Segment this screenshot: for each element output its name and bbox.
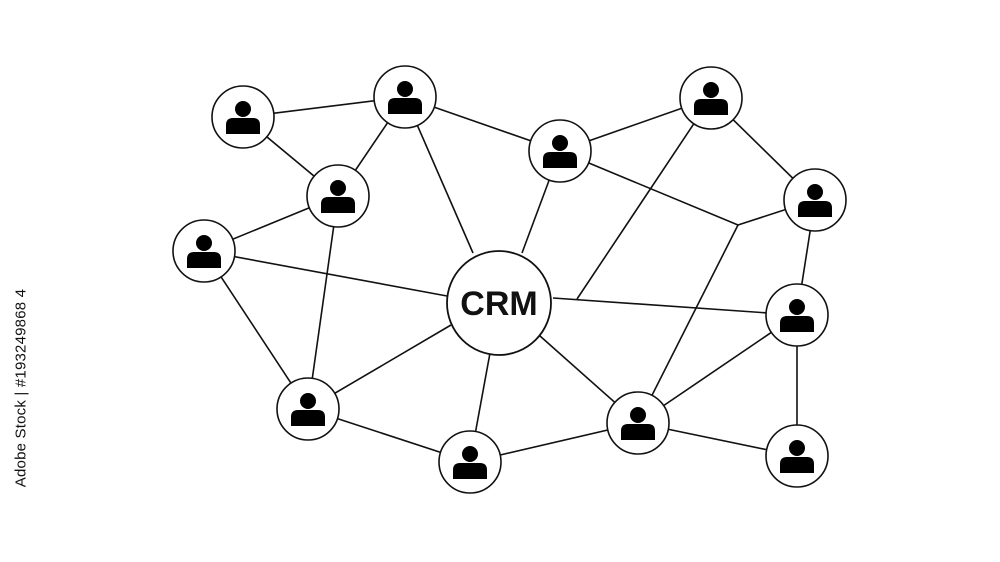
person-node [306, 164, 370, 228]
crm-hub: CRM [446, 250, 552, 356]
person-node [606, 391, 670, 455]
person-node [276, 377, 340, 441]
person-icon [621, 407, 655, 440]
person-icon [453, 446, 487, 479]
crm-hub-circle [446, 250, 552, 356]
edge [307, 195, 339, 410]
edge [559, 150, 739, 226]
person-node [211, 85, 275, 149]
person-node [765, 424, 829, 488]
edge [637, 224, 739, 424]
person-node [679, 66, 743, 130]
person-icon [187, 235, 221, 268]
person-icon [694, 82, 728, 115]
person-icon [780, 299, 814, 332]
edge [576, 97, 712, 300]
person-node [783, 168, 847, 232]
person-node [438, 430, 502, 494]
person-node [373, 65, 437, 129]
person-icon [226, 101, 260, 134]
crm-hub-label: CRM [460, 285, 537, 323]
person-icon [780, 440, 814, 473]
edge [637, 314, 798, 424]
person-icon [388, 81, 422, 114]
person-icon [321, 180, 355, 213]
person-node [172, 219, 236, 283]
person-node [765, 283, 829, 347]
side-credit: Adobe Stock | #193249868 4 [6, 289, 36, 487]
person-icon [543, 135, 577, 168]
side-credit-text: Adobe Stock | #193249868 4 [12, 288, 30, 488]
person-node [528, 119, 592, 183]
edge [203, 250, 448, 297]
edge [552, 297, 798, 316]
person-icon [798, 184, 832, 217]
person-icon [291, 393, 325, 426]
